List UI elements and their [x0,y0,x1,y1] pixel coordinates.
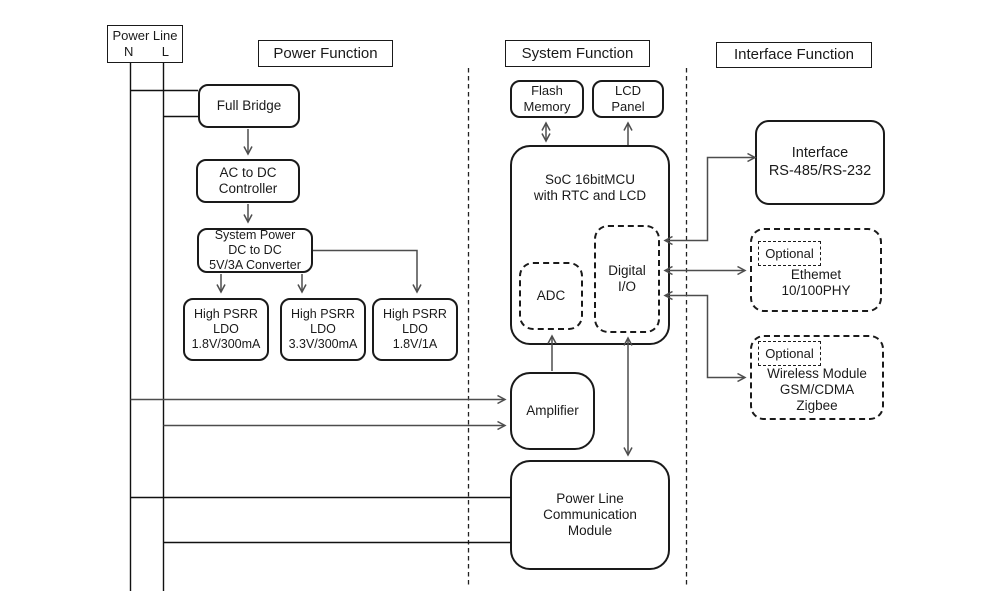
plc-line3: Module [567,523,613,539]
ac-to-dc-line1: AC to DC [219,164,277,180]
power-line-label: Power Line [112,28,178,44]
system-function-title: System Function [505,40,650,67]
ethernet-optional-label: Optional [765,245,814,261]
power-line-terminals: N L [108,44,182,60]
wireless-line1: Wireless Module [767,366,867,381]
ldo-3v3-300ma-box: High PSRR LDO 3.3V/300mA [280,298,366,361]
soc-line1: SoC 16bitMCU [544,172,636,187]
lcd-line2: Panel [611,99,645,114]
digital-io-box: Digital I/O [594,225,660,333]
ethernet-optional-tag: Optional [758,241,821,266]
system-power-line2: DC to DC [228,242,282,257]
lcd-panel-box: LCD Panel [592,80,664,118]
full-bridge-label: Full Bridge [216,97,282,113]
plc-line1: Power Line [556,490,624,506]
soc-mcu-box: SoC 16bitMCU with RTC and LCD [510,145,670,345]
ldo2-line3: 3.3V/300mA [288,337,358,352]
ac-to-dc-line2: Controller [218,181,278,196]
digital-io-line1: Digital [608,262,646,278]
ldo2-line1: High PSRR [291,306,355,321]
flash-line2: Memory [523,99,571,114]
adc-box: ADC [519,262,583,330]
lcd-line1: LCD [614,83,641,99]
power-function-title: Power Function [258,40,393,67]
digitalio-wireless-arrow [663,290,747,383]
terminal-l-label: L [161,44,169,59]
full-bridge-box: Full Bridge [198,84,300,128]
ldo3-line1: High PSRR [383,306,447,321]
wireless-line2: GSM/CDMA [779,382,855,398]
wireless-module-box: Optional Wireless Module GSM/CDMA Zigbee [750,335,884,420]
ethernet-line1: Ethemet [790,267,842,282]
ethernet-phy-box: Optional Ethemet 10/100PHY [750,228,882,312]
ldo3-line3: 1.8V/1A [392,337,438,352]
syspower-to-ldo3-arrow [313,249,422,294]
power-function-title-label: Power Function [273,44,378,62]
wireless-optional-label: Optional [765,345,814,361]
ldo1-line2: LDO [213,321,239,336]
ldo2-line2: LDO [310,321,336,336]
ldo-1v8-1a-box: High PSRR LDO 1.8V/1A [372,298,458,361]
power-line-box: Power Line N L [107,25,183,63]
ldo1-line3: 1.8V/300mA [191,337,261,352]
interface-function-title-label: Interface Function [733,46,855,63]
plc-module-box: Power Line Communication Module [510,460,670,570]
wireless-line3: Zigbee [796,398,838,414]
flash-line1: Flash [531,83,563,99]
ethernet-line2: 10/100PHY [781,283,851,299]
interface-digitalio-arrow [663,152,757,246]
system-power-line3: 5V/3A Converter [209,258,301,273]
amplifier-box: Amplifier [510,372,595,450]
digital-io-line2: I/O [617,279,636,294]
ac-to-dc-controller-box: AC to DC Controller [196,159,300,203]
ldo1-line1: High PSRR [194,306,258,321]
amplifier-label: Amplifier [526,402,579,418]
ldo3-line2: LDO [402,321,428,336]
adc-label: ADC [536,287,566,303]
wireless-optional-tag: Optional [758,341,821,366]
interface-rs485-rs232-box: Interface RS-485/RS-232 [755,120,885,205]
system-power-line1: System Power [214,227,296,242]
interface-rs-line2: RS-485/RS-232 [768,162,872,179]
interface-rs-line1: Interface [791,145,849,162]
plc-line2: Communication [543,506,637,522]
system-function-title-label: System Function [521,44,634,62]
flash-memory-box: Flash Memory [510,80,584,118]
ldo-1v8-300ma-box: High PSRR LDO 1.8V/300mA [183,298,269,361]
soc-line2: with RTC and LCD [533,188,647,204]
interface-function-title: Interface Function [716,42,872,68]
terminal-n-label: N [124,44,134,59]
system-power-converter-box: System Power DC to DC 5V/3A Converter [197,228,313,273]
